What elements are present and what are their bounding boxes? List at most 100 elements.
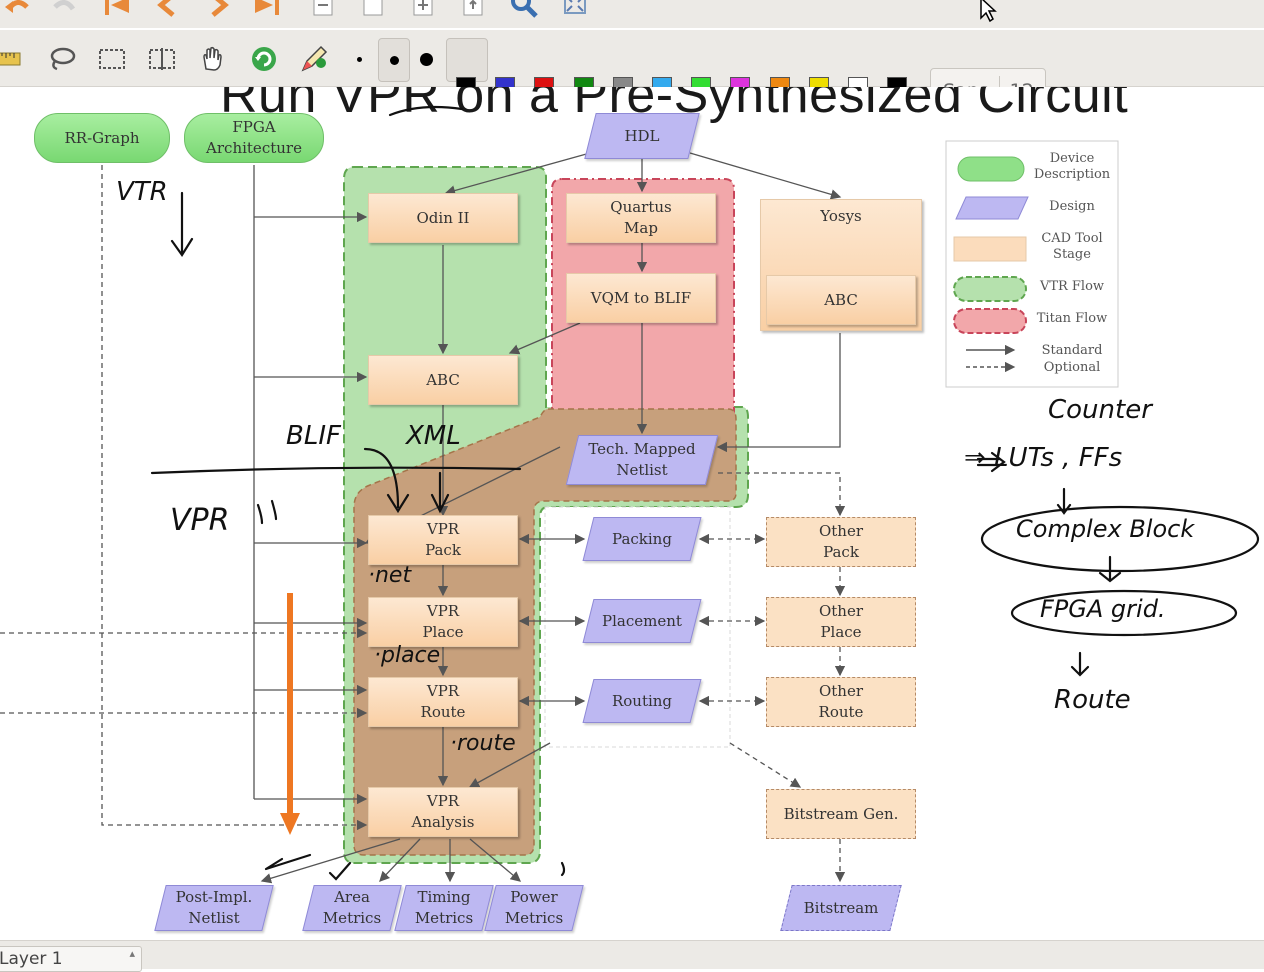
timing-metrics-label-1: Timing xyxy=(417,888,471,906)
legend-device-label-2: Description xyxy=(1033,167,1111,182)
legend-standard: Standard xyxy=(1041,343,1103,358)
vpr-pack-label-1: VPR xyxy=(426,520,460,538)
other-pack-label-1: Other xyxy=(818,522,864,540)
hdl-label: HDL xyxy=(624,126,660,145)
tech-mapped-label-2: Netlist xyxy=(616,461,668,479)
placement-node: Placement xyxy=(582,599,702,643)
vpr-place-label-2: Place xyxy=(422,623,464,641)
handwritten-counter: Counter xyxy=(1048,395,1152,425)
odin-ii-label: Odin II xyxy=(416,208,470,227)
layer-selector[interactable]: Layer 1 ▴ xyxy=(0,946,142,972)
other-place-label-2: Place xyxy=(820,623,862,641)
page-fit-icon[interactable] xyxy=(360,0,386,20)
vqm-to-blif-node: VQM to BLIF xyxy=(566,273,716,323)
handwritten-route: ·route xyxy=(450,731,516,756)
rect-select-icon[interactable] xyxy=(96,44,128,74)
area-metrics-label-2: Metrics xyxy=(322,909,382,927)
last-page-icon[interactable] xyxy=(250,0,284,22)
fpga-architecture-node: FPGA Architecture xyxy=(184,113,324,163)
rr-graph-node: RR-Graph xyxy=(34,113,170,163)
fullscreen-icon[interactable] xyxy=(560,0,590,22)
pen-size-fine-button[interactable] xyxy=(346,44,372,74)
fpga-architecture-label-2: Architecture xyxy=(206,139,302,157)
area-metrics-label-1: Area xyxy=(334,888,370,906)
legend-optional: Optional xyxy=(1043,360,1101,375)
bitstream-label: Bitstream xyxy=(803,898,879,917)
page-export-icon[interactable] xyxy=(460,0,486,20)
vpr-pack-label-2: Pack xyxy=(425,541,461,559)
routing-label: Routing xyxy=(611,691,673,710)
vpr-pack-node: VPR Pack xyxy=(368,515,518,565)
timing-metrics-label-2: Metrics xyxy=(414,909,474,927)
hand-icon[interactable] xyxy=(196,44,228,74)
handwritten-route-note: Route xyxy=(1054,685,1131,715)
legend-design: Design xyxy=(1049,199,1095,214)
pen-tool-icon[interactable] xyxy=(298,44,330,74)
handwritten-luts-ffs: ⇒ LUTs , FFs xyxy=(964,443,1123,473)
page-add-icon[interactable] xyxy=(410,0,436,20)
selected-color-button[interactable] xyxy=(446,38,488,82)
toolbar-navigation xyxy=(0,0,1264,28)
power-metrics-label-2: Metrics xyxy=(504,909,564,927)
lasso-icon[interactable] xyxy=(46,44,78,74)
fpga-architecture-label-1: FPGA xyxy=(232,118,276,136)
vpr-route-label-1: VPR xyxy=(426,682,460,700)
handwritten-blif: BLIF xyxy=(286,421,341,451)
quartus-map-label-1: Quartus xyxy=(610,198,672,216)
hdl-node: HDL xyxy=(584,113,700,159)
zoom-icon[interactable] xyxy=(508,0,540,22)
handwritten-vtr: VTR xyxy=(116,177,168,207)
other-route-label-1: Other xyxy=(818,682,864,700)
legend-cad-label-1: CAD Tool xyxy=(1041,231,1103,246)
packing-node: Packing xyxy=(582,517,702,561)
handwritten-vpr: VPR xyxy=(170,503,230,538)
bitstream-gen-node: Bitstream Gen. xyxy=(766,789,916,839)
redo-icon[interactable] xyxy=(50,0,80,22)
vqm-to-blif-label: VQM to BLIF xyxy=(590,288,692,307)
vpr-analysis-label-2: Analysis xyxy=(411,813,475,831)
post-impl-label-1: Post-Impl. xyxy=(175,888,253,906)
handwritten-fpga-grid: FPGA grid. xyxy=(1040,595,1166,623)
handwritten-net: ·net xyxy=(368,563,412,588)
status-bar xyxy=(0,940,1264,969)
first-page-icon[interactable] xyxy=(100,0,134,22)
undo-icon[interactable] xyxy=(2,0,32,22)
pen-size-medium-button[interactable] xyxy=(378,38,410,82)
routing-node: Routing xyxy=(582,679,702,723)
bitstream-node: Bitstream xyxy=(780,885,902,931)
toolbar-tools: Sans 12 xyxy=(0,30,1264,114)
next-page-icon[interactable] xyxy=(204,0,234,22)
other-pack-label-2: Pack xyxy=(823,543,859,561)
ruler-icon[interactable] xyxy=(0,44,24,74)
pen-size-thick-button[interactable] xyxy=(412,44,440,74)
vpr-place-label-1: VPR xyxy=(426,602,460,620)
abc-node: ABC xyxy=(368,355,518,405)
refresh-icon[interactable] xyxy=(248,44,280,74)
mouse-cursor-icon xyxy=(974,0,1000,24)
tech-mapped-label-1: Tech. Mapped xyxy=(588,440,696,458)
prev-page-icon[interactable] xyxy=(152,0,182,22)
abc-label: ABC xyxy=(426,370,460,389)
drawing-canvas[interactable]: Run VPR on a Pre-Synthesized Circuit xyxy=(0,87,1264,939)
rr-graph-label: RR-Graph xyxy=(64,128,140,147)
post-impl-label-2: Netlist xyxy=(188,909,240,927)
yosys-label: Yosys xyxy=(820,207,862,225)
page-delete-icon[interactable] xyxy=(310,0,336,20)
odin-ii-node: Odin II xyxy=(368,193,518,243)
handwritten-xml: XML xyxy=(406,421,461,451)
vpr-route-label-2: Route xyxy=(420,703,466,721)
legend-titan-flow: Titan Flow xyxy=(1036,311,1108,326)
handwritten-place: ·place xyxy=(374,643,441,668)
other-route-label-2: Route xyxy=(818,703,864,721)
power-metrics-label-1: Power xyxy=(510,888,558,906)
vertical-space-icon[interactable] xyxy=(146,44,178,74)
